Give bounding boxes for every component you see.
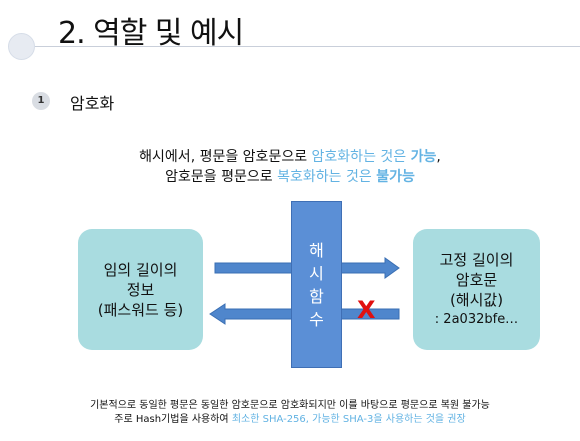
footer-line-2-highlight: 최소한 SHA-256, 가능한 SHA-3을 사용하는 것을 권장	[231, 414, 466, 425]
output-box: 고정 길이의 암호문 (해시값) : 2a032bfe…	[413, 229, 540, 350]
footer-line-2: 주로 Hash기법을 사용하여 최소한 SHA-256, 가능한 SHA-3을 …	[0, 410, 580, 425]
hash-char-1: 해	[309, 240, 324, 260]
output-box-hash-value: : 2a032bfe…	[434, 311, 519, 327]
output-box-line-2: 암호문	[455, 270, 498, 289]
title-decoration-circle	[8, 33, 35, 60]
hash-char-4: 수	[309, 309, 324, 329]
intro-line-1: 해시에서, 평문을 암호문으로 암호화하는 것은 가능,	[0, 146, 580, 166]
intro-line-2-emphasis: 불가능	[376, 169, 415, 185]
intro-line-2-text: 암호문을 평문으로	[165, 169, 278, 185]
output-box-line-1: 고정 길이의	[439, 250, 514, 269]
section-number-badge: 1	[32, 92, 50, 110]
input-box-line-1: 임의 길이의	[103, 260, 178, 279]
output-box-line-3: (해시값)	[449, 290, 504, 309]
intro-line-1-text: 해시에서, 평문을 암호문으로	[139, 149, 312, 165]
intro-line-1-highlight: 암호화하는 것은	[311, 149, 411, 165]
intro-line-1-punct: ,	[436, 149, 441, 165]
footer-line-1: 기본적으로 동일한 평문은 동일한 암호문으로 암호화되지만 이를 바탕으로 평…	[90, 400, 490, 411]
hash-char-3: 함	[309, 286, 324, 306]
hash-char-2: 시	[309, 263, 324, 283]
footer-line-2-text: 주로 Hash기법을 사용하여	[114, 414, 232, 425]
title-underline	[35, 46, 580, 47]
intro-line-2: 암호문을 평문으로 복호화하는 것은 불가능	[0, 166, 580, 186]
intro-line-2-highlight: 복호화하는 것은	[277, 169, 377, 185]
input-box: 임의 길이의 정보 (패스워드 등)	[78, 229, 203, 350]
page-title: 2. 역할 및 예시	[58, 16, 244, 51]
intro-line-1-emphasis: 가능	[410, 149, 437, 165]
section-heading: 암호화	[70, 94, 115, 113]
x-mark-icon: X	[357, 296, 376, 324]
hash-function-bar: 해 시 함 수	[291, 201, 342, 368]
input-box-line-2: 정보	[126, 280, 155, 299]
input-box-line-3: (패스워드 등)	[97, 300, 184, 319]
